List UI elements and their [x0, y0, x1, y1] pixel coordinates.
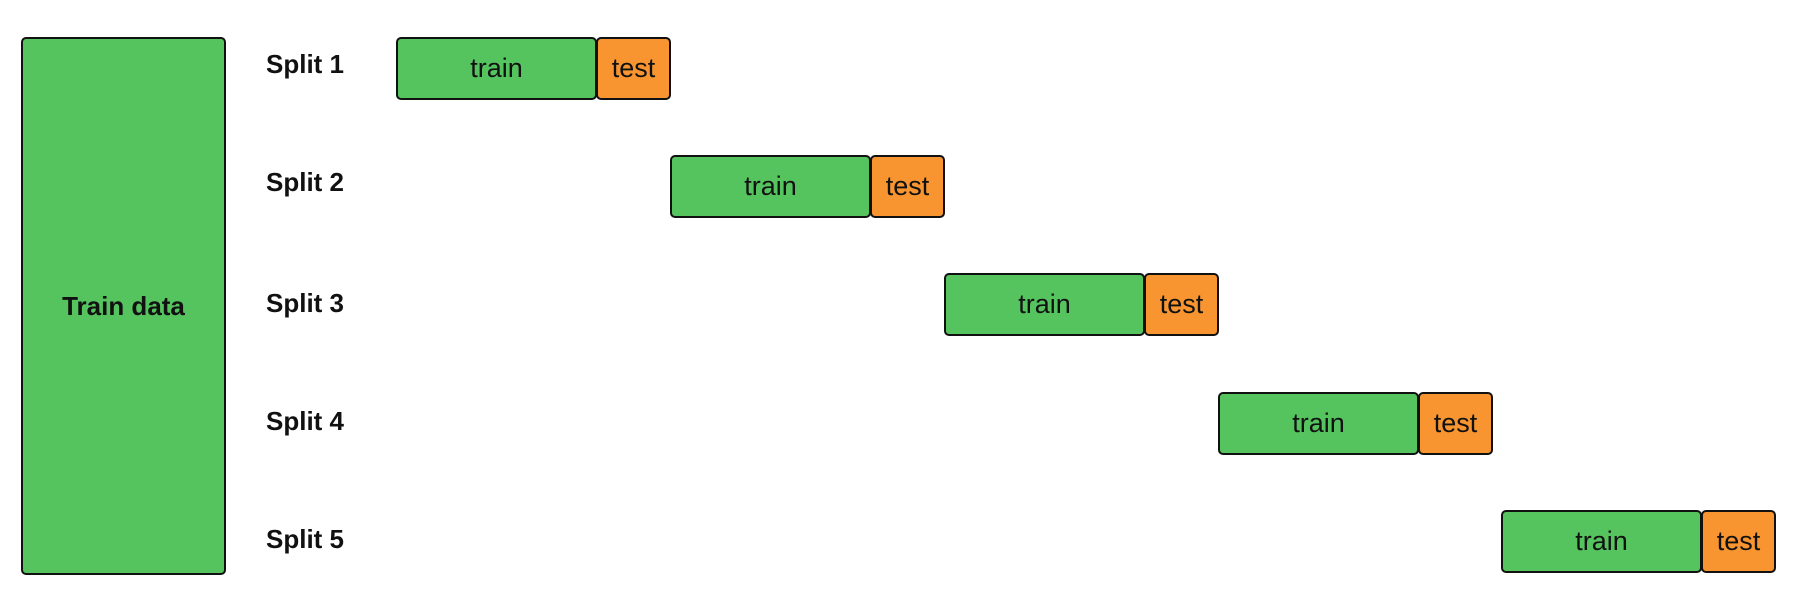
split-1-test-segment: test	[596, 37, 671, 100]
split-2-train-label: train	[744, 171, 797, 201]
train-data-label: Train data	[62, 290, 185, 321]
split-3-test-label: test	[1159, 289, 1204, 319]
split-1-train-label: train	[470, 53, 523, 83]
split-1-train-segment: train	[396, 37, 597, 100]
train-data-block: Train data	[21, 37, 226, 575]
split-4-test-segment: test	[1418, 392, 1493, 455]
split-4-train-label: train	[1292, 408, 1345, 438]
split-1-label: Split 1	[266, 49, 345, 79]
split-5-test-segment: test	[1701, 510, 1776, 573]
split-2-label: Split 2	[266, 167, 345, 197]
split-4-test-label: test	[1433, 408, 1478, 438]
split-1-test-label: test	[611, 53, 656, 83]
split-5-test-label: test	[1716, 526, 1761, 556]
split-4-label: Split 4	[266, 406, 345, 436]
split-2-test-label: test	[885, 171, 930, 201]
split-3-train-segment: train	[944, 273, 1145, 336]
split-5-label: Split 5	[266, 524, 345, 554]
split-3-test-segment: test	[1144, 273, 1219, 336]
split-3-label: Split 3	[266, 288, 345, 318]
split-4-train-segment: train	[1218, 392, 1419, 455]
split-5-train-label: train	[1575, 526, 1628, 556]
split-2-train-segment: train	[670, 155, 871, 218]
split-3-train-label: train	[1018, 289, 1071, 319]
split-2-test-segment: test	[870, 155, 945, 218]
split-5-train-segment: train	[1501, 510, 1702, 573]
